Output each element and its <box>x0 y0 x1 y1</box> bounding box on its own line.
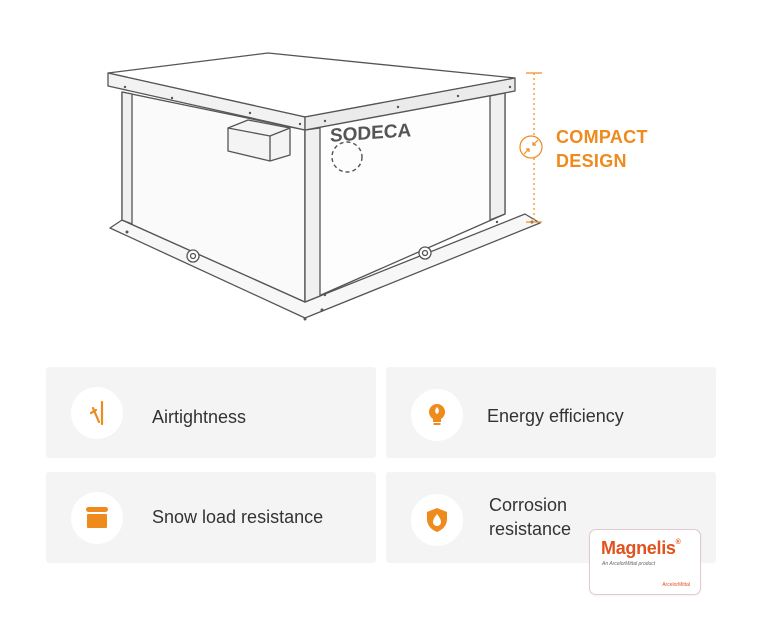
magnelis-tagline: An ArcelorMittal product <box>602 561 656 567</box>
compact-design-callout: COMPACT DESIGN <box>556 125 648 173</box>
airtightness-icon <box>71 387 123 439</box>
feature-label: Airtightness <box>152 407 247 427</box>
magnelis-badge: Magnelis® An ArcelorMittal product Arcel… <box>589 529 701 595</box>
arcelormittal-logo: ArcelorMittal <box>662 582 690 588</box>
feature-card-snow-load: Snow load resistance <box>46 472 376 563</box>
sodeca-logo-mark <box>331 141 363 173</box>
callout-line-2: DESIGN <box>556 151 627 171</box>
snow-load-icon <box>71 492 123 544</box>
feature-card-energy-efficiency: Energy efficiency <box>386 367 716 458</box>
product-illustration: SODECA <box>107 52 543 321</box>
feature-card-corrosion-resistance: Corrosion resistance <box>386 472 716 563</box>
feature-label-line-1: Corrosion <box>489 495 568 515</box>
shield-drop-icon <box>411 494 463 546</box>
feature-label: Energy efficiency <box>487 406 624 426</box>
magnelis-logo: Magnelis® <box>601 538 681 558</box>
feature-label: Snow load resistance <box>152 507 324 527</box>
feature-label-line-2: resistance <box>489 519 572 539</box>
lightbulb-icon <box>411 389 463 441</box>
feature-card-airtightness: Airtightness <box>46 367 376 458</box>
callout-line-1: COMPACT <box>556 127 648 147</box>
